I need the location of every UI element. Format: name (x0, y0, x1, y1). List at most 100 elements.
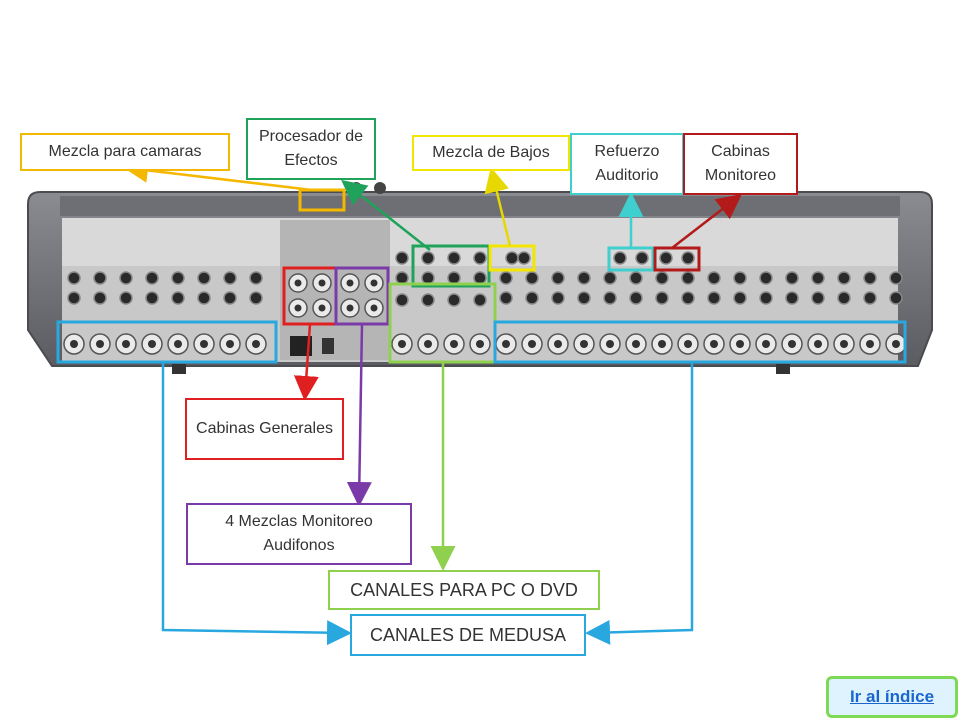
trs-jack (93, 291, 107, 305)
xlr-jack-center (788, 340, 796, 348)
trs-jack (785, 271, 799, 285)
xlr-jack-center (736, 340, 744, 348)
trs-jack (119, 291, 133, 305)
label-monitor-cabins: Cabinas Monitoreo (683, 133, 798, 195)
trs-jack (395, 251, 409, 265)
xlr-jack-center (502, 340, 510, 348)
label-auditorium-reinforcement: Refuerzo Auditorio (570, 133, 684, 195)
arrow-bass-mix (484, 167, 512, 247)
trs-jack (473, 271, 487, 285)
trs-jack (171, 271, 185, 285)
trs-jack (421, 293, 435, 307)
label-headphone-mixes: 4 Mezclas Monitoreo Audifonos (186, 503, 412, 565)
output-xlr-center (370, 279, 378, 287)
label-camera-mix: Mezcla para camaras (20, 133, 230, 171)
aux-jack (659, 251, 673, 265)
aux-jack (635, 251, 649, 265)
jack-panel (63, 251, 907, 355)
output-xlr-center (346, 304, 354, 312)
xlr-jack-center (606, 340, 614, 348)
trs-jack (395, 293, 409, 307)
box-monitor-cabins (653, 246, 701, 272)
trs-jack (171, 291, 185, 305)
trs-jack (707, 271, 721, 285)
trs-jack (629, 271, 643, 285)
trs-jack (197, 291, 211, 305)
output-xlr-center (294, 304, 302, 312)
output-xlr-center (346, 279, 354, 287)
xlr-jack-center (814, 340, 822, 348)
trs-jack (67, 291, 81, 305)
trs-jack (863, 271, 877, 285)
box-bass-mix (488, 244, 536, 272)
label-medusa-channels: CANALES DE MEDUSA (350, 614, 586, 656)
trs-jack (811, 291, 825, 305)
xlr-jack-center (762, 340, 770, 348)
trs-jack (447, 271, 461, 285)
xlr-jack-center (398, 340, 406, 348)
xlr-jack-center (684, 340, 692, 348)
trs-jack (811, 271, 825, 285)
xlr-jack-center (226, 340, 234, 348)
trs-jack (551, 291, 565, 305)
trs-jack (577, 271, 591, 285)
xlr-jack-center (200, 340, 208, 348)
trs-jack (447, 251, 461, 265)
trs-jack (889, 291, 903, 305)
trs-jack (551, 271, 565, 285)
trs-jack (759, 271, 773, 285)
trs-jack (655, 291, 669, 305)
arrow-main-cabins (293, 323, 319, 401)
trs-jack (145, 291, 159, 305)
trs-jack (93, 271, 107, 285)
xlr-jack-center (658, 340, 666, 348)
trs-jack (733, 271, 747, 285)
trs-jack (499, 271, 513, 285)
trs-jack (197, 271, 211, 285)
aux-jack (681, 251, 695, 265)
trs-jack (421, 271, 435, 285)
xlr-jack-center (252, 340, 260, 348)
trs-jack (603, 291, 617, 305)
arrow-medusa-left (161, 362, 352, 646)
output-xlr-center (294, 279, 302, 287)
trs-jack (223, 291, 237, 305)
arrow-headphone-mixes (346, 323, 372, 507)
xlr-jack-center (122, 340, 130, 348)
xlr-jack-center (450, 340, 458, 348)
xlr-jack-center (96, 340, 104, 348)
trs-jack (421, 251, 435, 265)
xlr-jack-center (70, 340, 78, 348)
xlr-jack-center (554, 340, 562, 348)
output-xlr-center (370, 304, 378, 312)
trs-jack (447, 293, 461, 307)
xlr-jack-center (580, 340, 588, 348)
xlr-jack-center (148, 340, 156, 348)
xlr-jack-center (866, 340, 874, 348)
trs-jack (577, 291, 591, 305)
xlr-jack-center (424, 340, 432, 348)
trs-jack (249, 291, 263, 305)
box-medusa-right (493, 320, 907, 364)
label-main-cabins: Cabinas Generales (185, 398, 344, 460)
trs-jack (655, 271, 669, 285)
box-medusa-left (56, 320, 278, 364)
xlr-jack-center (632, 340, 640, 348)
xlr-jack-center (174, 340, 182, 348)
trs-jack (837, 271, 851, 285)
label-effects-processor: Procesador de Efectos (246, 118, 376, 180)
trs-jack (681, 291, 695, 305)
label-bass-mix: Mezcla de Bajos (412, 135, 570, 171)
index-link-button[interactable]: Ir al índice (826, 676, 958, 718)
arrow-effects (341, 179, 431, 251)
trs-jack (603, 271, 617, 285)
trs-jack (785, 291, 799, 305)
trs-jack (473, 251, 487, 265)
trs-jack (473, 293, 487, 307)
trs-jack (223, 271, 237, 285)
trs-jack (759, 291, 773, 305)
aux-jack (517, 251, 531, 265)
output-xlr-center (318, 279, 326, 287)
aux-jack (505, 251, 519, 265)
